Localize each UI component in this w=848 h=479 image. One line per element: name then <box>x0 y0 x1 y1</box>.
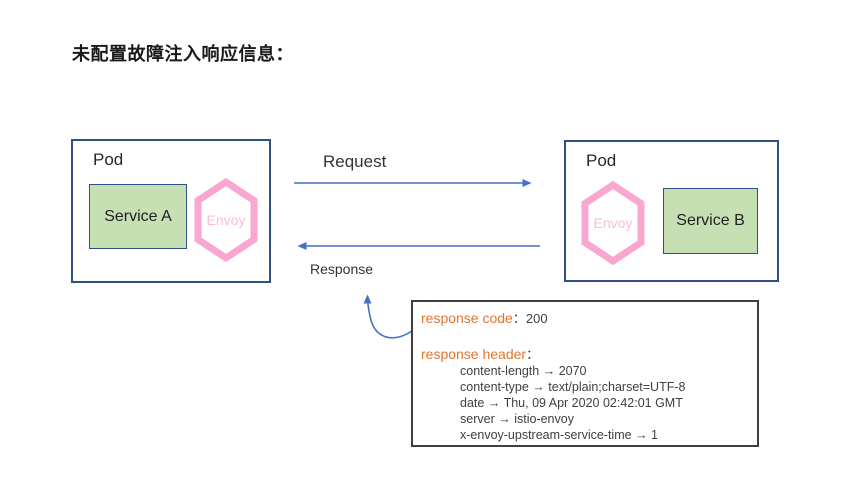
pod-right-label: Pod <box>586 151 617 170</box>
header-row: date → Thu, 09 Apr 2020 02:42:01 GMT <box>460 396 683 410</box>
response-code-label: response code <box>421 310 513 326</box>
response-code-separator: ： <box>512 311 526 326</box>
response-code-line: response code：200 <box>421 308 548 328</box>
callout-curved-arrow-icon <box>363 294 413 339</box>
map-arrow-icon: → <box>542 364 556 378</box>
service-b-box: Service B <box>663 188 758 254</box>
envoy-left-label: Envoy <box>206 212 246 228</box>
service-a-box: Service A <box>89 184 187 249</box>
request-label: Request <box>323 152 387 171</box>
pod-left-label: Pod <box>93 150 124 169</box>
envoy-hexagon-icon <box>194 178 258 262</box>
header-row: content-type → text/plain;charset=UTF-8 <box>460 380 686 394</box>
pod-box-left: Pod Service A Envoy <box>71 139 271 283</box>
envoy-hexagon-icon <box>581 181 645 265</box>
response-code-value: 200 <box>525 311 548 326</box>
service-b-label: Service B <box>676 212 745 229</box>
envoy-hexagon-left: Envoy <box>194 178 258 262</box>
response-header-separator: ： <box>526 347 540 362</box>
map-arrow-icon: → <box>498 412 511 426</box>
response-header-list: content-length → 2070 content-type → tex… <box>460 363 685 443</box>
response-header-line: response header： <box>421 344 539 364</box>
envoy-right-label: Envoy <box>593 215 633 231</box>
response-header-label: response header <box>421 346 527 362</box>
pod-box-right: Pod Envoy Service B <box>564 140 779 282</box>
header-row: server → istio-envoy <box>460 412 574 426</box>
map-arrow-icon: → <box>635 428 648 442</box>
map-arrow-icon: → <box>487 396 501 410</box>
diagram-title: 未配置故障注入响应信息： <box>72 44 294 64</box>
service-a-label: Service A <box>104 207 172 225</box>
header-row: x-envoy-upstream-service-time → 1 <box>460 428 658 442</box>
response-label: Response <box>310 261 374 277</box>
response-details-panel: response code：200 response header： conte… <box>411 300 759 447</box>
map-arrow-icon: → <box>532 380 545 394</box>
header-row: content-length → 2070 <box>460 364 587 378</box>
envoy-hexagon-right: Envoy <box>581 181 645 265</box>
